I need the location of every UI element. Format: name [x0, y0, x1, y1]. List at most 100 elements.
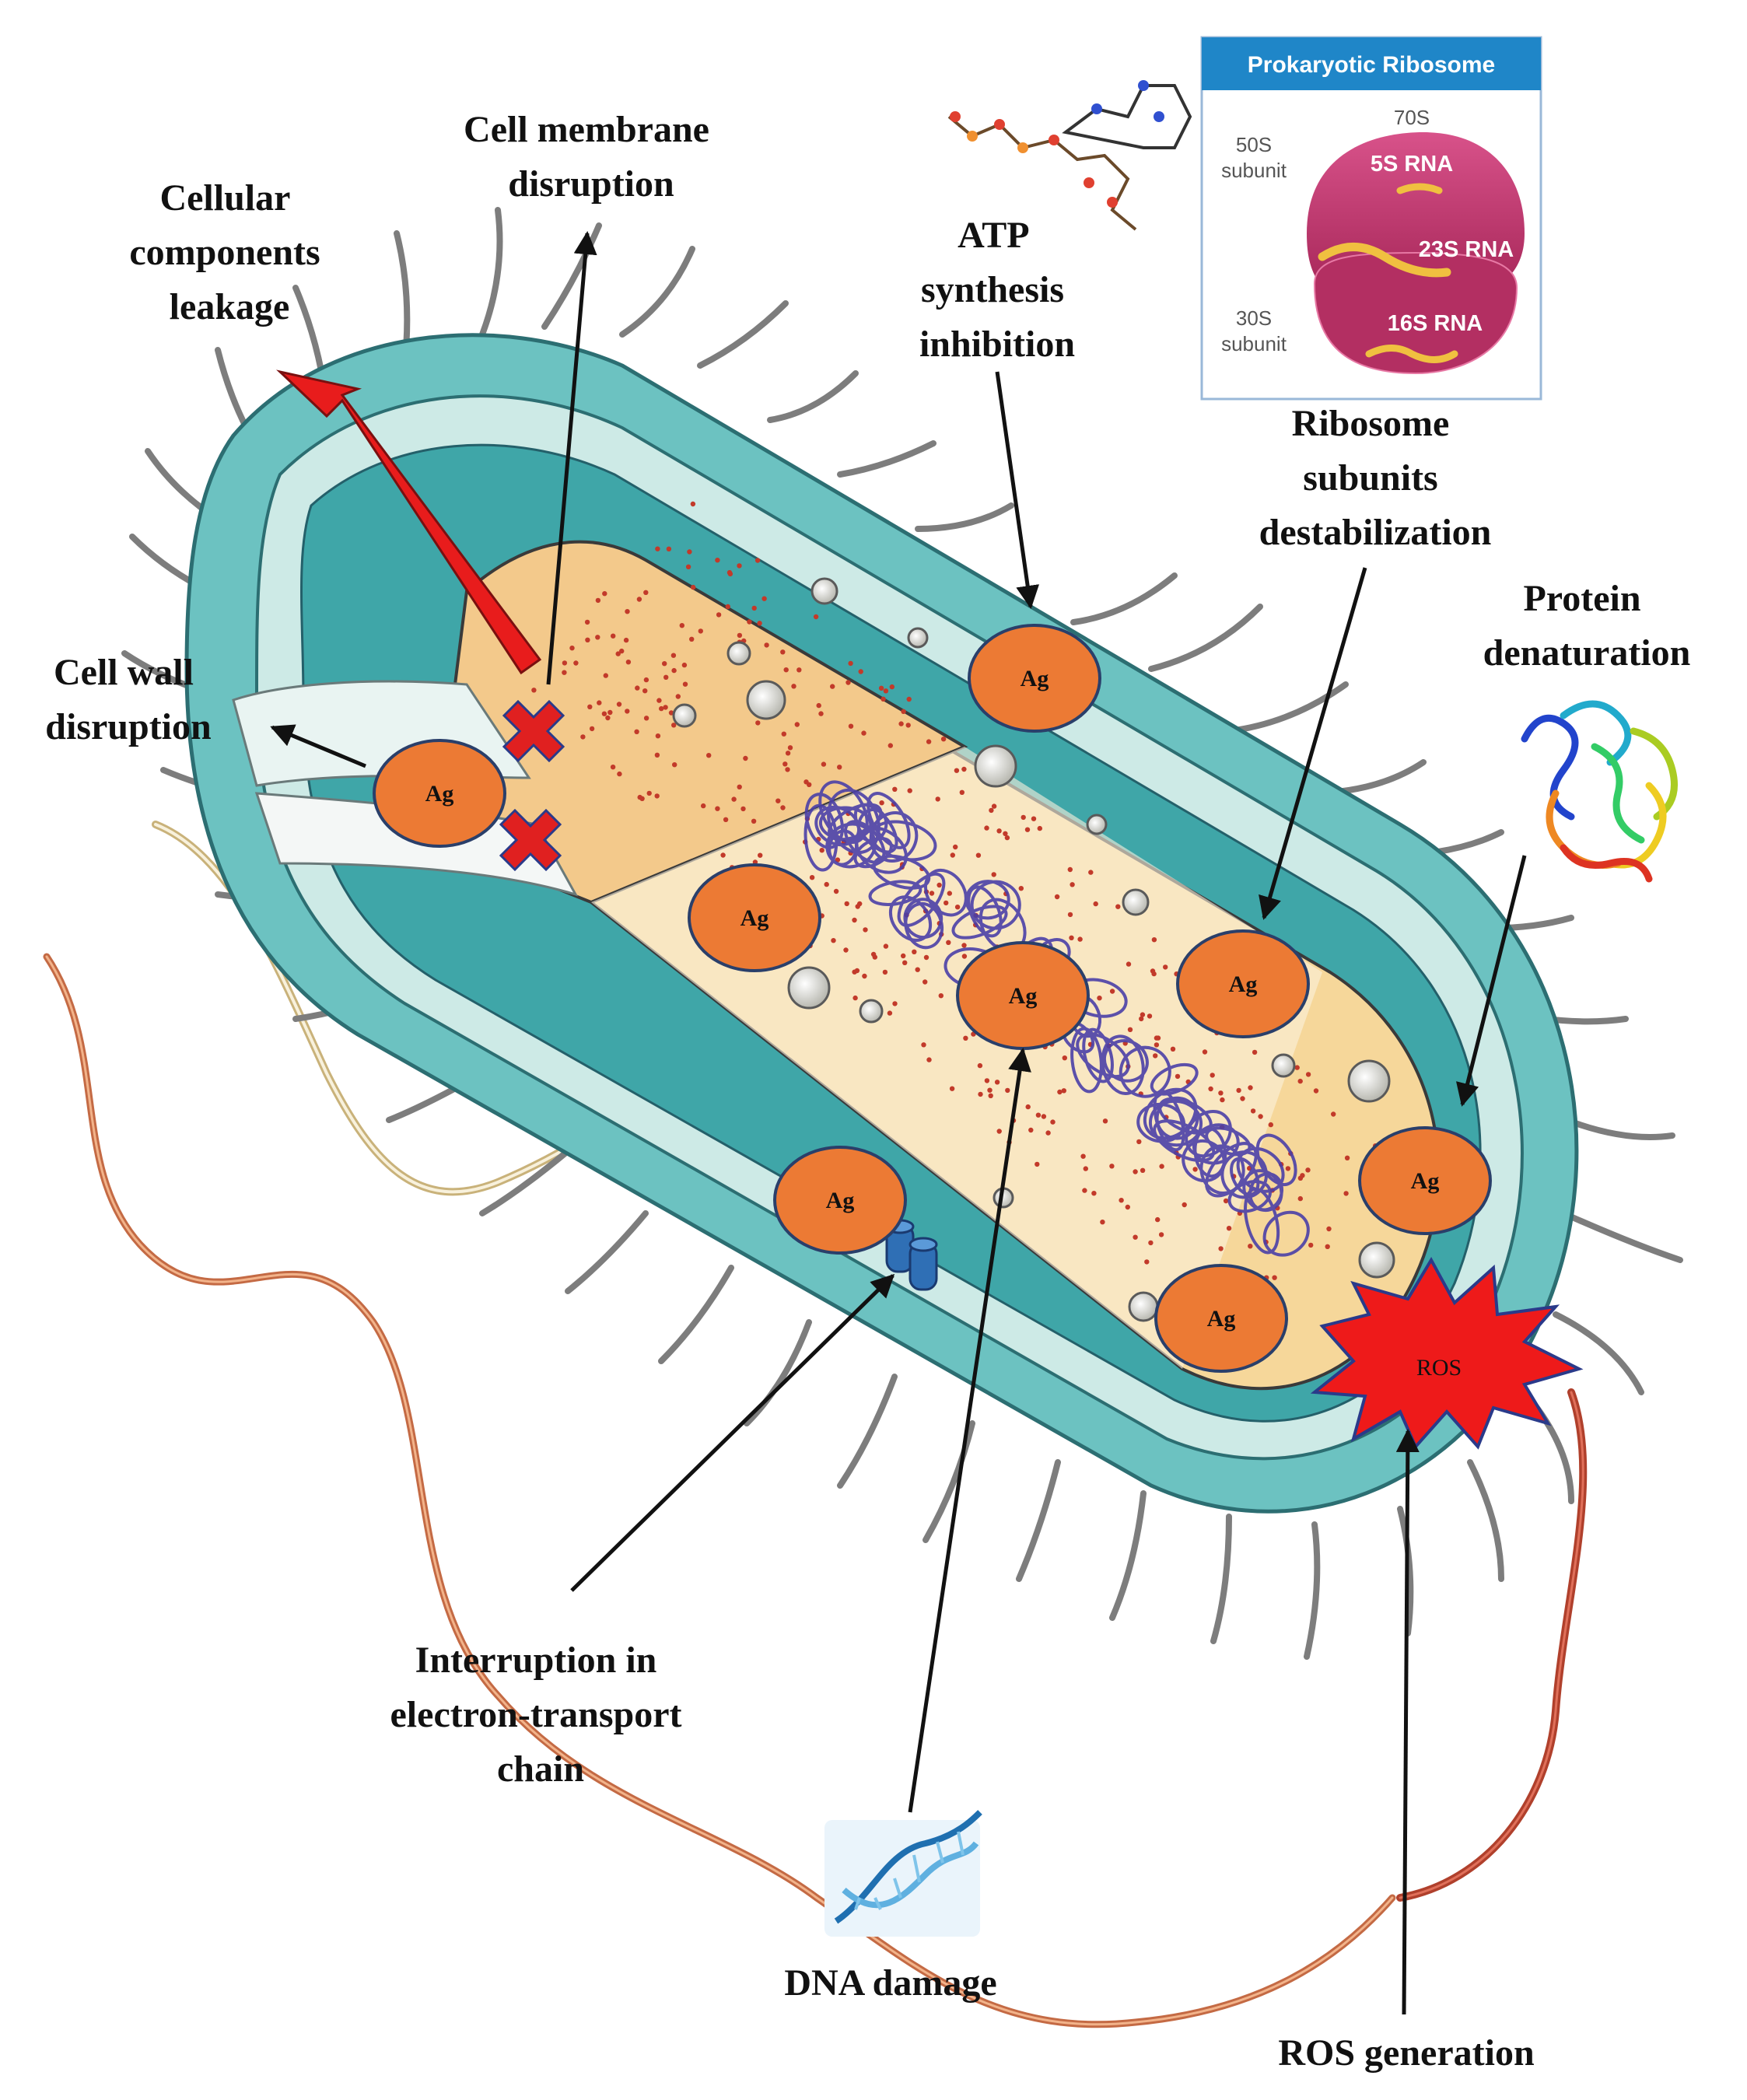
ribosome-dot — [634, 729, 639, 734]
dna-loop — [904, 901, 944, 950]
ribosome-dot — [882, 969, 888, 975]
ribosome-dot — [643, 677, 649, 683]
ribosome-dot — [659, 705, 664, 712]
ribosome-dot — [1125, 1204, 1131, 1210]
ribosome-dot — [685, 564, 691, 569]
ribosome-dot — [984, 825, 989, 831]
ribosome-dot — [1240, 1096, 1245, 1101]
ribosome-dot — [1035, 1112, 1042, 1118]
ribosome-dot — [870, 951, 877, 957]
dna-loop — [888, 895, 933, 942]
ribosome-dot — [950, 852, 956, 858]
label-ros-generation: ROS generation — [1278, 2032, 1534, 2074]
ribosome-dot — [625, 709, 630, 714]
ribosome-dot — [946, 940, 951, 946]
ribosome-dot — [940, 737, 947, 742]
ribosome-dot — [1325, 1244, 1330, 1250]
dna-loop — [1148, 1099, 1203, 1147]
ribosome-dot — [1077, 936, 1083, 942]
ribosome-dot — [837, 765, 842, 770]
ribosome-dot — [809, 875, 815, 880]
ribosome-dot — [1041, 1114, 1047, 1119]
dna-loop — [866, 792, 911, 849]
ribosome-dot — [573, 660, 579, 666]
ribosome-dot — [655, 546, 660, 551]
ribosome-dot — [1154, 1035, 1160, 1041]
ribosome-dot — [1097, 996, 1102, 1001]
ribosome-dot — [1151, 937, 1157, 943]
dna-loop — [827, 788, 881, 855]
ribosome-dot — [785, 767, 790, 772]
ribosome-dot — [654, 793, 660, 799]
label-atp: ATP synthesis inhibition — [919, 215, 1075, 365]
ribosome-dot — [902, 960, 908, 966]
ribosome-dot — [642, 688, 648, 694]
label-ribosome: Ribosome subunits destabilization — [1259, 403, 1492, 553]
ribosome-dot — [991, 803, 997, 809]
dna-loop — [1070, 1027, 1103, 1094]
granules — [672, 577, 1395, 1322]
ribosome-dot — [1150, 968, 1156, 974]
dna-loop — [923, 869, 968, 917]
ribosome-dot — [720, 852, 726, 858]
ribosome-dot — [1133, 1169, 1138, 1174]
ribosome-dot — [1140, 1167, 1146, 1174]
ribosome-dot — [1210, 1073, 1215, 1078]
arrow-ros — [1395, 1429, 1420, 2015]
ribosome-dot — [831, 938, 836, 943]
ribosome-dot — [984, 1078, 990, 1083]
ribosome-dot — [601, 711, 607, 716]
ribosome-dot — [1268, 1122, 1274, 1128]
ribosome-dot — [1308, 1242, 1314, 1248]
ribosome-dot — [947, 891, 953, 896]
ribosome-dot — [780, 805, 786, 810]
ribosome-dot — [861, 730, 866, 736]
ribosome-dot — [862, 973, 867, 979]
ribosome-dot — [923, 954, 930, 961]
ribosome-dot — [1061, 1088, 1067, 1094]
ribosome-dot — [935, 796, 940, 802]
ribosome-dot — [844, 901, 849, 907]
ribosome-dot — [1031, 816, 1037, 821]
ribosome-dot — [671, 667, 677, 674]
ribosome-dot — [863, 927, 868, 933]
ribosome-dot — [898, 721, 904, 726]
ribosome-dot — [1091, 1191, 1097, 1196]
ribosome-dot — [715, 558, 720, 563]
silver-particle-label: Ag — [1229, 971, 1258, 997]
ribosome-dot — [751, 605, 757, 611]
silver-particle: Ag — [773, 1146, 907, 1255]
arrow-cell-membrane — [546, 231, 597, 685]
ribosome-dot — [757, 621, 762, 626]
ribosome-dot — [1070, 882, 1075, 887]
ribosome-dot — [562, 670, 567, 675]
ribosome-dot — [879, 800, 884, 806]
ribosome-dot — [883, 688, 889, 694]
ribosome-dot — [775, 798, 781, 803]
ribosome-dot — [1343, 1191, 1349, 1196]
ribosome-dot — [1155, 1216, 1161, 1223]
ribosome-dot — [1067, 912, 1073, 918]
ribosome-dot — [743, 755, 748, 761]
ribosome-dot — [989, 807, 994, 814]
ribosome-dot — [787, 745, 793, 751]
ribosome-dot — [625, 660, 632, 665]
arrow-ribosome — [1259, 567, 1367, 920]
ribosome-dot — [1313, 1088, 1319, 1094]
ribosome-dot — [1148, 1240, 1154, 1246]
ros-label: ROS — [1416, 1355, 1462, 1381]
ribosome-dot — [611, 633, 616, 639]
ribosome-dot — [1003, 831, 1008, 837]
label-cell-membrane: Cell membrane disruption — [464, 109, 719, 205]
ribosome-dot — [1109, 989, 1115, 994]
dna-nucleoid — [803, 780, 1310, 1257]
ribosome-70s-label: 70S — [1394, 106, 1430, 129]
dna-loop — [872, 854, 931, 890]
ribosome-dot — [1119, 1198, 1124, 1203]
ribosome-dot — [996, 1129, 1002, 1134]
ribosome-dot — [830, 684, 835, 689]
ribosome-dot — [580, 734, 586, 740]
ribosome-dot — [944, 900, 949, 906]
ribosome-dot — [737, 563, 742, 569]
